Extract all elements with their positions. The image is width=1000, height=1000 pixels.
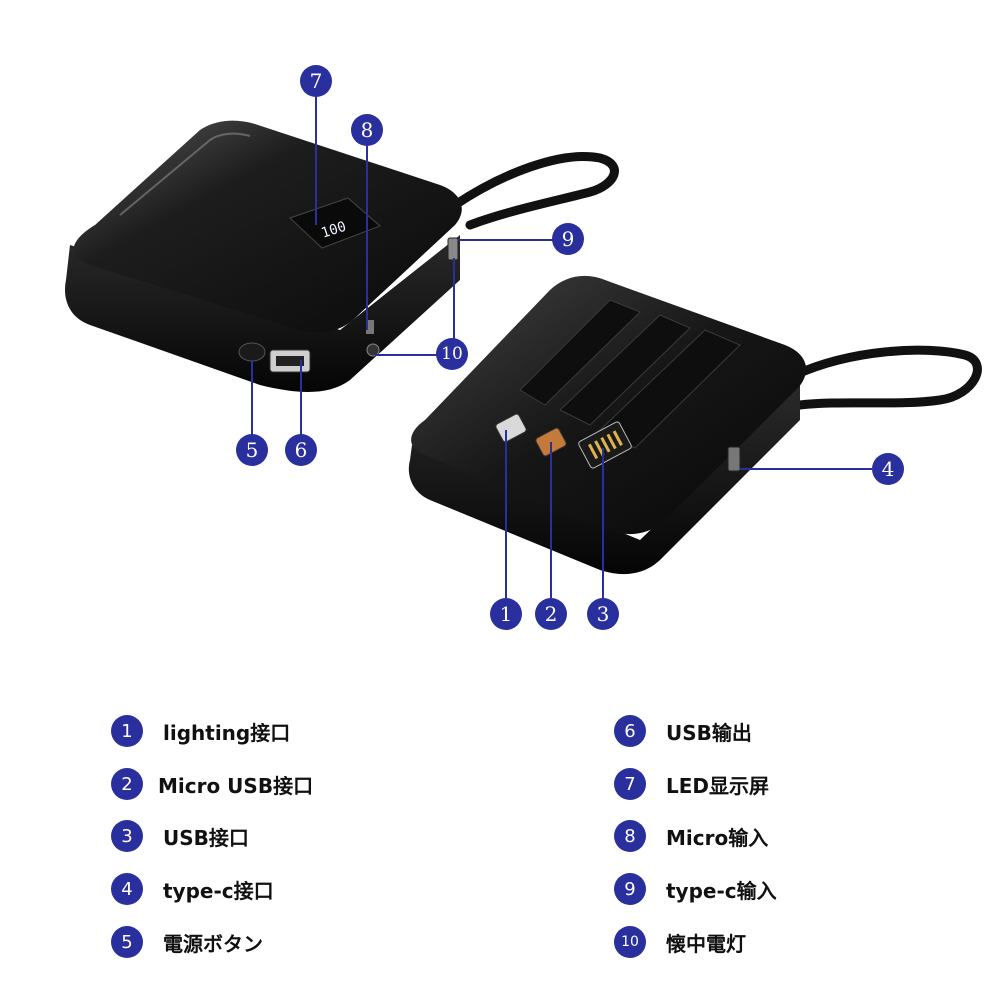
legend-label: 懐中電灯	[666, 931, 746, 956]
lanyard-strap-2	[790, 345, 982, 410]
callout-4: 4	[872, 453, 904, 485]
legend-item-7: 7 LED显示屏	[614, 767, 769, 801]
legend-item-5: 5 電源ボタン	[111, 925, 263, 959]
legend-badge: 8	[614, 820, 646, 852]
legend-item-4: 4 type-c接口	[111, 872, 274, 906]
callout-3: 3	[587, 598, 619, 630]
legend-item-3: 3 USB接口	[111, 819, 249, 853]
power-bank-illustration: 100	[65, 96, 982, 598]
legend-badge: 9	[614, 873, 646, 905]
legend-item-6: 6 USB输出	[614, 714, 752, 748]
callout-5: 5	[236, 434, 268, 466]
legend-badge: 7	[614, 768, 646, 800]
flashlight	[366, 343, 380, 357]
legend-label: USB输出	[666, 720, 752, 745]
legend-label: Micro输入	[666, 825, 769, 850]
callout-10: 10	[436, 338, 468, 370]
led-screen	[289, 197, 381, 249]
legend-label: type-c输入	[666, 878, 777, 903]
micro-input-port	[366, 320, 374, 334]
callout-9: 9	[552, 223, 584, 255]
legend-item-8: 8 Micro输入	[614, 819, 768, 853]
legend-label: 電源ボタン	[163, 931, 263, 956]
legend-badge: 3	[111, 820, 143, 852]
legend-item-9: 9 type-c输入	[614, 872, 777, 906]
legend-badge: 2	[111, 768, 143, 800]
callout-1: 1	[490, 598, 522, 630]
legend-item-10: 10 懐中電灯	[614, 925, 746, 959]
legend-item-2: 2 Micro USB接口	[111, 767, 313, 801]
legend-label: USB接口	[163, 825, 249, 850]
legend-label: Micro USB接口	[158, 773, 314, 798]
legend-item-1: 1 lighting接口	[111, 714, 290, 748]
type-c-connector	[727, 446, 741, 472]
device-front: 100	[65, 120, 619, 392]
callout-lines	[251, 96, 872, 598]
callout-6: 6	[285, 434, 317, 466]
legend-badge: 6	[614, 715, 646, 747]
legend-label: lighting接口	[163, 720, 291, 745]
legend-badge: 5	[111, 926, 143, 958]
callout-7: 7	[300, 65, 332, 97]
callout-8: 8	[351, 114, 383, 146]
type-c-input-port	[447, 237, 459, 261]
legend-label: type-c接口	[163, 878, 274, 903]
lanyard-strap	[450, 152, 619, 230]
legend-badge: 1	[111, 715, 143, 747]
power-button	[238, 342, 266, 362]
led-readout: 100	[319, 219, 348, 242]
legend-label: LED显示屏	[666, 773, 770, 798]
callout-2: 2	[535, 598, 567, 630]
device-back	[408, 275, 982, 575]
lightning-connector	[495, 413, 527, 443]
legend-badge: 10	[614, 926, 646, 958]
legend-badge: 4	[111, 873, 143, 905]
